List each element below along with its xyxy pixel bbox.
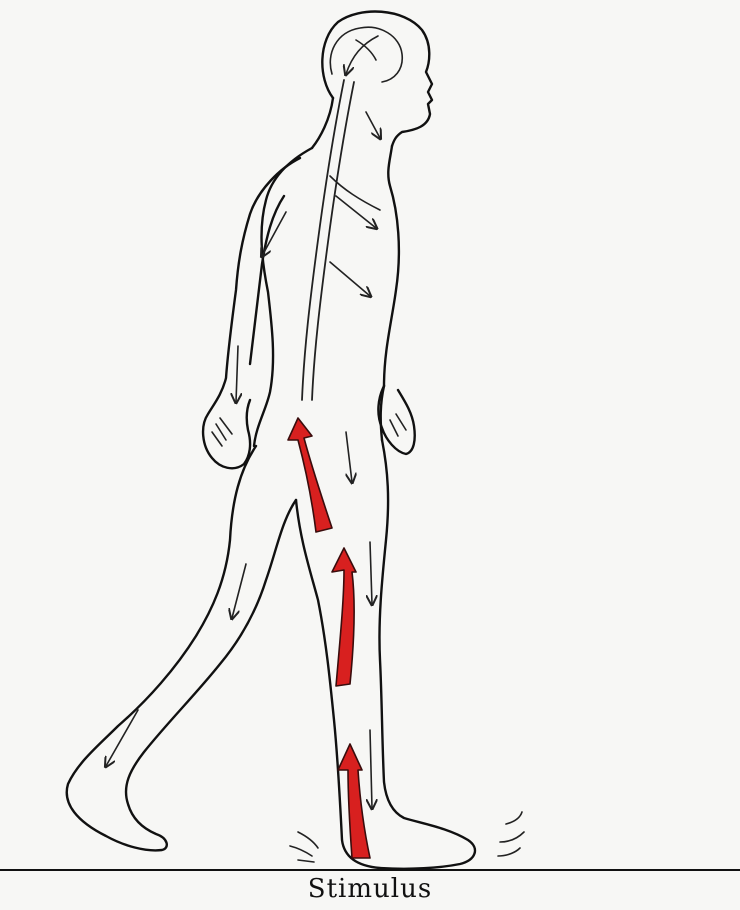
back-thigh-arrow — [232, 564, 246, 618]
back-hand-fingers — [212, 418, 232, 446]
motor-arrows — [106, 36, 380, 808]
front-torso — [384, 146, 399, 386]
shin-front-arrow — [370, 730, 372, 808]
neck-back — [312, 98, 333, 148]
head-outline — [322, 12, 432, 146]
forearm-arrow — [236, 346, 238, 402]
brain-outline — [330, 27, 402, 82]
knee-front-arrow — [370, 542, 372, 604]
sensory-arrows — [288, 418, 370, 858]
human-figure — [67, 12, 475, 869]
sensory-arrow-upper — [288, 418, 332, 532]
back-calf-arrow — [106, 710, 138, 766]
back-arm — [203, 158, 300, 468]
back-leg — [67, 446, 296, 850]
abdomen-arrow — [330, 262, 370, 296]
front-hand-fingers — [390, 414, 406, 436]
face-arrow — [366, 112, 380, 138]
back-arm-inner — [250, 196, 284, 364]
thigh-front-arrow — [346, 432, 352, 482]
back-torso — [254, 148, 312, 446]
spinal-nerve — [302, 80, 354, 400]
stimulus-label: Stimulus — [300, 874, 440, 904]
sensory-arrow-middle — [332, 548, 356, 686]
chest-arrow — [336, 196, 376, 228]
